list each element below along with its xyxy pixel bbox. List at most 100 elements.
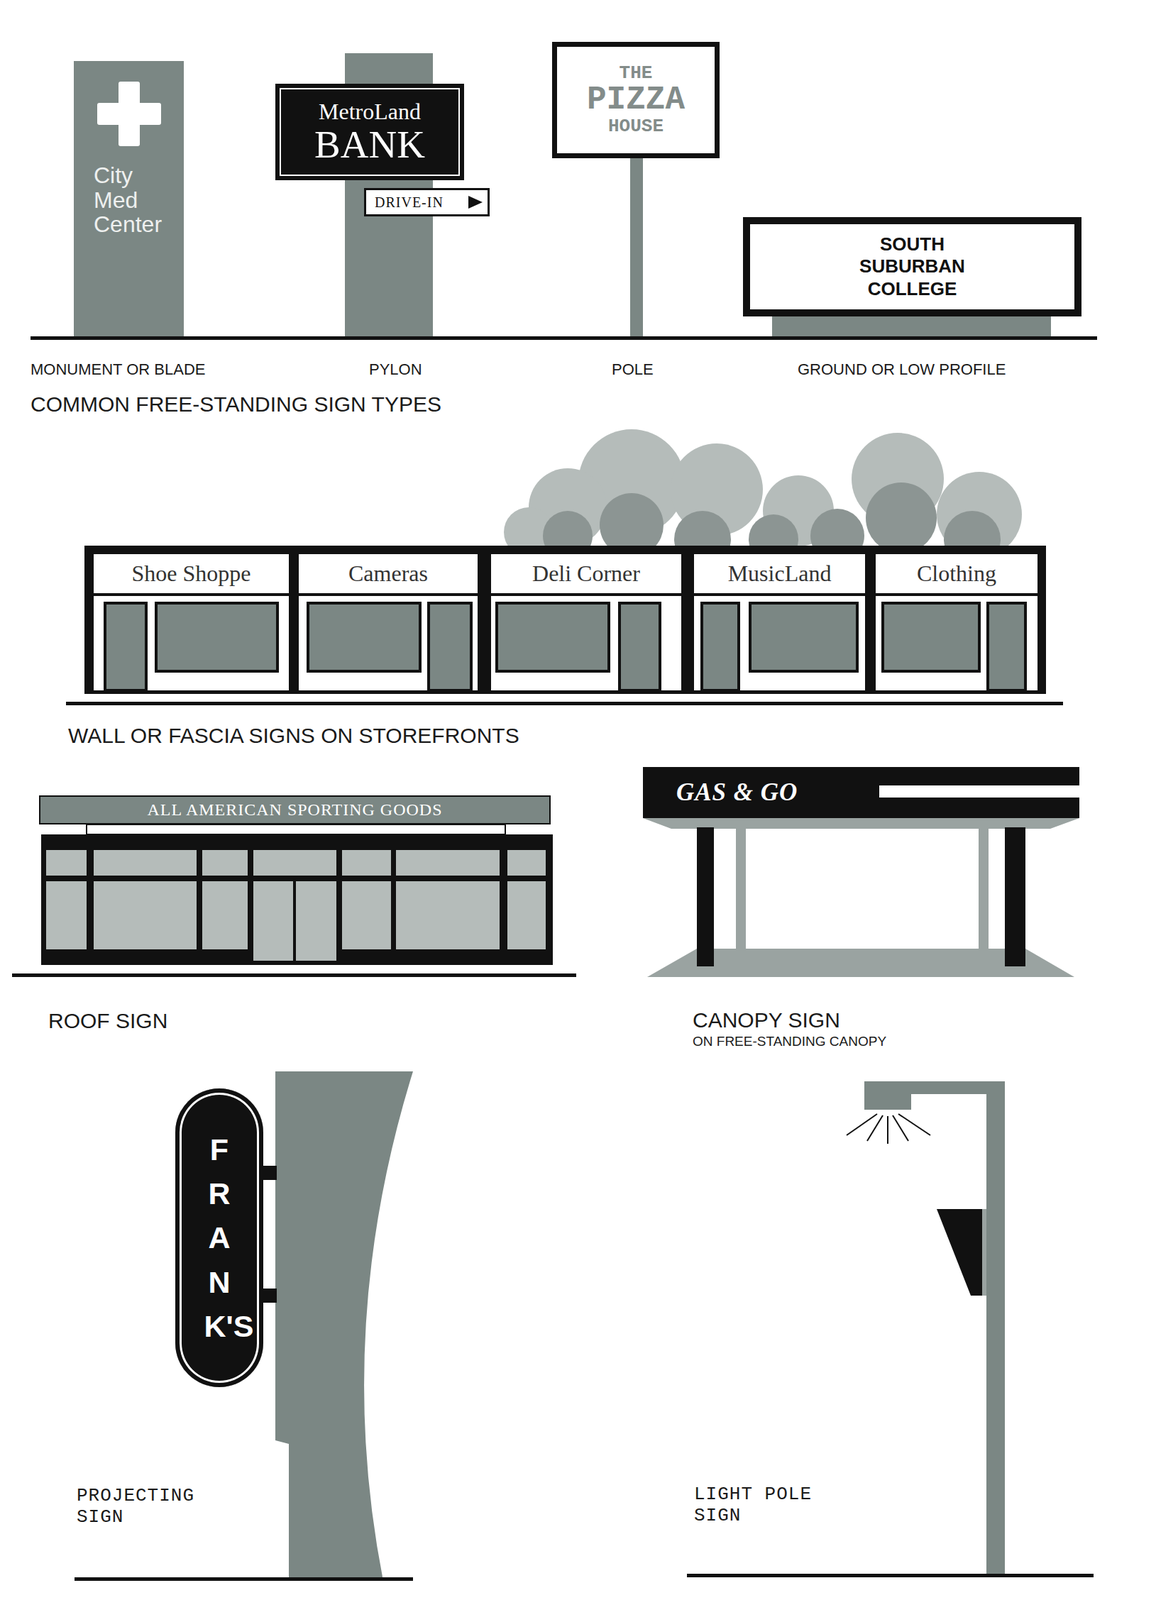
canopy-column — [696, 827, 714, 967]
storefront-building — [84, 545, 1047, 695]
storefront-bay — [694, 596, 866, 691]
sign-type-label: MONUMENT OR BLADE — [30, 360, 206, 379]
section-subtitle: ON FREE-STANDING CANOPY — [692, 1033, 887, 1050]
canopy-column — [1004, 827, 1026, 967]
medical-cross — [97, 102, 162, 125]
sign-type-label: LIGHT POLE SIGN — [694, 1484, 826, 1528]
store-building — [41, 834, 553, 966]
fascia-sign: Deli Corner — [491, 554, 682, 594]
sign-base — [772, 315, 1051, 339]
storefront-bay — [491, 596, 682, 691]
building-wall — [275, 1071, 414, 1582]
door — [105, 603, 147, 691]
light-pole-banner — [936, 1209, 983, 1296]
door — [428, 603, 472, 691]
canopy-underside — [642, 818, 1080, 829]
sign-text: FRANK'S — [204, 1127, 235, 1350]
window — [882, 603, 980, 672]
window — [156, 603, 278, 672]
sign-text: Shoe Shoppe — [131, 561, 252, 587]
fascia-sign: Clothing — [875, 554, 1038, 594]
projecting-sign: FRANK'S — [175, 1088, 264, 1388]
sign-type-label: PYLON — [369, 360, 423, 379]
tree — [865, 482, 937, 554]
window — [93, 881, 197, 950]
storefront-bay — [298, 596, 478, 691]
sign-bracket — [261, 1165, 277, 1181]
window — [395, 850, 500, 876]
sign-text: Deli Corner — [532, 561, 641, 587]
sign-pole — [630, 156, 643, 339]
window — [496, 603, 609, 672]
fascia-sign: Cameras — [298, 554, 478, 594]
section-title: CANOPY SIGN — [692, 1008, 841, 1034]
canopy-sign: GAS & GO — [642, 767, 1080, 819]
window — [202, 881, 248, 950]
door — [619, 603, 660, 691]
sign-text: GAS & GO — [676, 779, 798, 807]
section-title: COMMON FREE-STANDING SIGN TYPES — [30, 392, 442, 418]
arrow-symbol — [468, 195, 483, 209]
lamp-head — [864, 1081, 912, 1110]
window — [395, 881, 500, 950]
window — [202, 850, 248, 876]
fascia-sign: MusicLand — [694, 554, 866, 594]
light-pole — [986, 1081, 1005, 1577]
sign-text: Clothing — [916, 561, 997, 587]
directional-sign: DRIVE-IN — [364, 188, 490, 217]
sign-text: DRIVE-IN — [374, 194, 444, 211]
sign-text: ALL AMERICAN SPORTING GOODS — [146, 800, 443, 819]
sign-text: HOUSE — [608, 117, 664, 137]
sign-text: PIZZA — [586, 83, 685, 118]
sign-type-label: PROJECTING SIGN — [76, 1485, 208, 1529]
storefront-bay — [875, 596, 1038, 691]
door — [295, 881, 337, 961]
ground-sign-panel: SOUTH SUBURBAN COLLEGE — [742, 217, 1082, 317]
ground-line — [65, 701, 1064, 706]
sign-type-label: POLE — [611, 360, 654, 379]
fascia-sign: Shoe Shoppe — [93, 554, 289, 594]
sign-bracket — [261, 1288, 277, 1303]
window — [750, 603, 858, 672]
sign-text: MusicLand — [728, 561, 832, 587]
sign-text: THE — [619, 63, 653, 84]
monument-sign: City Med Center — [73, 61, 184, 339]
canopy-stripe — [879, 785, 1080, 798]
light-rays — [846, 1114, 931, 1144]
ground-line — [12, 973, 577, 978]
ground-line — [74, 1577, 414, 1582]
door — [253, 881, 294, 961]
window — [93, 850, 197, 876]
ground-line — [30, 336, 1098, 340]
window — [253, 850, 337, 876]
window — [307, 603, 421, 672]
sign-text: City Med Center — [93, 163, 179, 238]
light-ray — [867, 1115, 883, 1142]
sign-text: SOUTH SUBURBAN COLLEGE — [845, 233, 981, 301]
window — [342, 881, 392, 950]
window — [507, 881, 546, 950]
pole-sign-panel: THEPIZZAHOUSE — [552, 41, 720, 159]
section-title: ROOF SIGN — [48, 1009, 168, 1034]
window — [46, 881, 87, 950]
storefront-bay — [93, 596, 289, 691]
section-title: WALL OR FASCIA SIGNS ON STOREFRONTS — [68, 723, 520, 749]
light-ray — [887, 1116, 889, 1144]
sign-text: BANK — [314, 124, 426, 166]
pylon-sign-panel: MetroLandBANK — [275, 83, 465, 181]
monument-sign — [73, 61, 184, 339]
sign-text: Cameras — [348, 561, 428, 587]
drive-in-panel — [364, 188, 490, 217]
roof-sign: ALL AMERICAN SPORTING GOODS — [39, 795, 551, 825]
canopy-column — [735, 827, 746, 954]
ground-line — [686, 1573, 1094, 1578]
window — [342, 850, 392, 876]
canopy-column — [978, 827, 989, 954]
window — [507, 850, 546, 876]
light-ray — [898, 1114, 931, 1136]
banner-mount — [982, 1209, 987, 1296]
sign-text: MetroLand — [318, 99, 421, 125]
window — [46, 850, 87, 876]
canopy-fascia — [642, 767, 1080, 819]
